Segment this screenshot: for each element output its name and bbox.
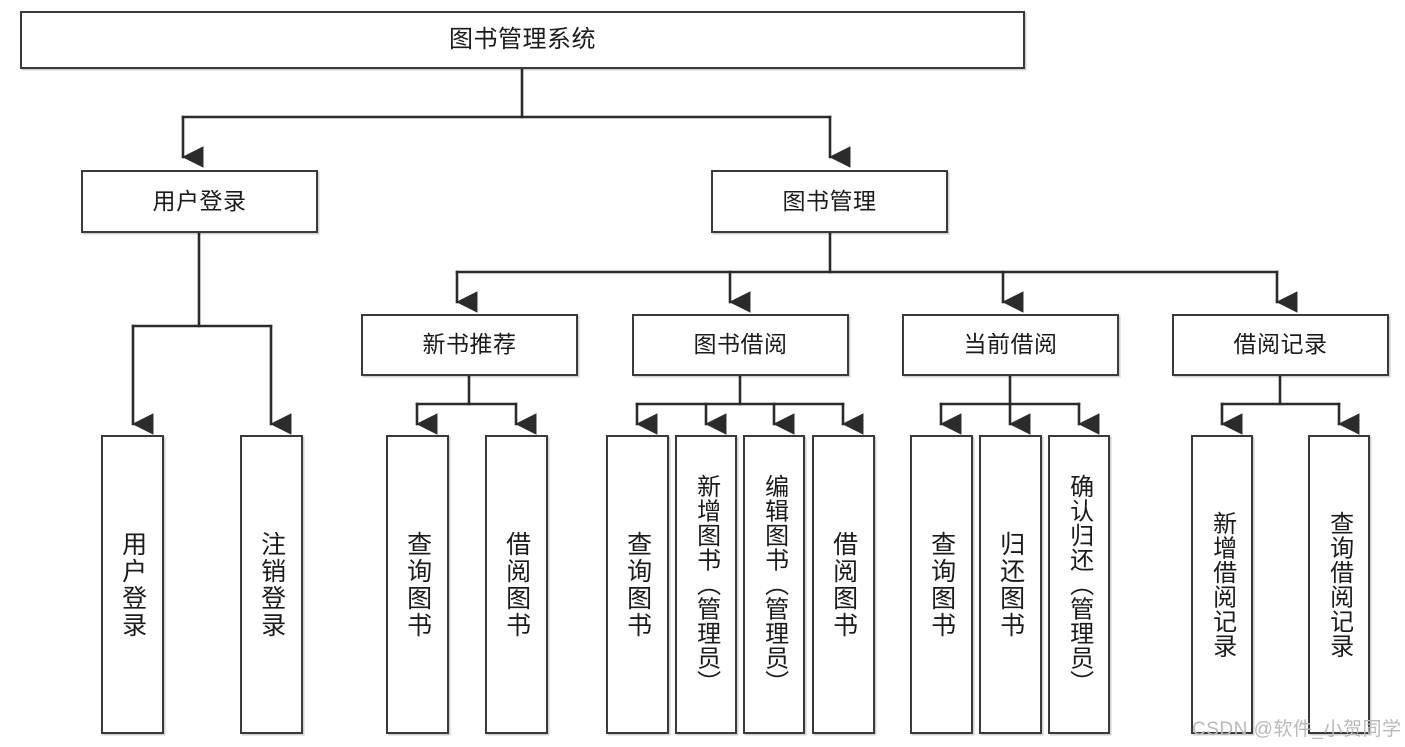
- node-leaf-query-book-2-label: 查询图书: [623, 530, 652, 639]
- node-leaf-return-book-label: 归还图书: [996, 530, 1025, 639]
- node-leaf-query-book-2[interactable]: 查询图书: [606, 435, 669, 734]
- node-new-book-recommend[interactable]: 新书推荐: [361, 314, 578, 376]
- node-leaf-add-record[interactable]: 新增借阅记录: [1191, 435, 1253, 734]
- node-leaf-add-record-label: 新增借阅记录: [1208, 511, 1236, 658]
- node-current-borrow-label: 当前借阅: [963, 331, 1058, 358]
- node-leaf-edit-book[interactable]: 编辑图书（管理员）: [743, 435, 805, 734]
- node-leaf-query-book-1-label: 查询图书: [403, 530, 432, 639]
- node-leaf-borrow-book-2[interactable]: 借阅图书: [812, 435, 875, 734]
- node-leaf-user-logout-label: 注销登录: [257, 530, 286, 639]
- node-current-borrow[interactable]: 当前借阅: [902, 314, 1119, 376]
- node-leaf-add-book[interactable]: 新增图书（管理员）: [675, 435, 737, 734]
- node-leaf-borrow-book-1[interactable]: 借阅图书: [485, 435, 548, 734]
- node-leaf-return-book[interactable]: 归还图书: [979, 435, 1042, 734]
- node-user-login-label: 用户登录: [152, 187, 247, 214]
- node-leaf-query-book-3[interactable]: 查询图书: [910, 435, 973, 734]
- node-root-label: 图书管理系统: [449, 25, 596, 53]
- node-book-borrow-label: 图书借阅: [693, 331, 788, 358]
- node-book-manage-label: 图书管理: [782, 187, 877, 214]
- node-leaf-user-login[interactable]: 用户登录: [101, 435, 164, 734]
- node-leaf-user-login-label: 用户登录: [118, 530, 147, 639]
- node-leaf-user-logout[interactable]: 注销登录: [240, 435, 303, 734]
- node-book-manage[interactable]: 图书管理: [711, 170, 948, 233]
- node-borrow-record-label: 借阅记录: [1233, 331, 1328, 358]
- node-leaf-edit-book-label: 编辑图书（管理员）: [760, 474, 788, 695]
- node-new-book-recommend-label: 新书推荐: [422, 331, 517, 358]
- node-book-borrow[interactable]: 图书借阅: [632, 314, 849, 376]
- node-user-login[interactable]: 用户登录: [81, 170, 318, 233]
- node-leaf-query-book-1[interactable]: 查询图书: [386, 435, 449, 734]
- node-leaf-query-book-3-label: 查询图书: [927, 530, 956, 639]
- node-leaf-confirm-return-label: 确认归还（管理员）: [1065, 474, 1093, 695]
- node-leaf-query-record[interactable]: 查询借阅记录: [1308, 435, 1370, 734]
- node-leaf-query-record-label: 查询借阅记录: [1325, 511, 1353, 658]
- node-leaf-add-book-label: 新增图书（管理员）: [692, 474, 720, 695]
- node-borrow-record[interactable]: 借阅记录: [1172, 314, 1389, 376]
- node-leaf-borrow-book-1-label: 借阅图书: [502, 530, 531, 639]
- node-leaf-borrow-book-2-label: 借阅图书: [829, 530, 858, 639]
- node-root[interactable]: 图书管理系统: [20, 11, 1025, 69]
- node-leaf-confirm-return[interactable]: 确认归还（管理员）: [1048, 435, 1110, 734]
